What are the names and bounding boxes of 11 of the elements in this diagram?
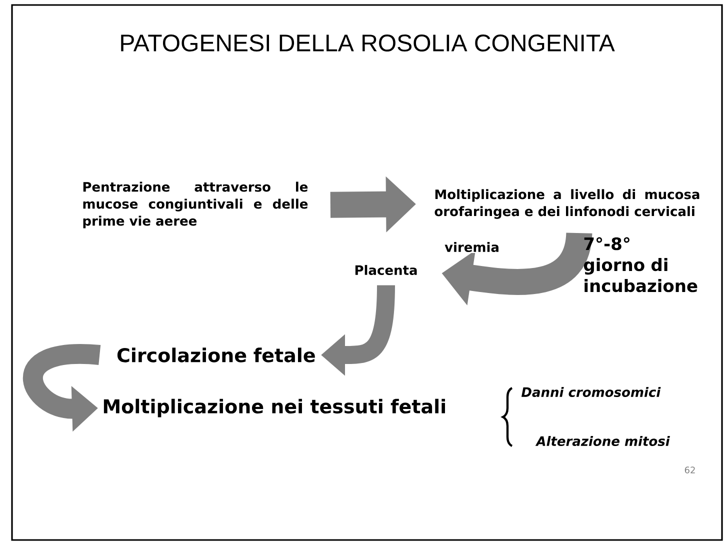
slide-title: PATOGENESI DELLA ROSOLIA CONGENITA — [121, 34, 615, 52]
step-text: Placenta — [355, 264, 417, 276]
edge-label: viremia — [444, 240, 500, 254]
note-text: Danni cromosomici — [521, 386, 661, 398]
step-text: Pentrazione attraverso le mucose congiuntivali e delle prime vie aeree — [83, 182, 308, 228]
step-text: Moltiplicazione nei tessuti fetali — [104, 398, 445, 418]
page-number: 62 — [684, 466, 695, 474]
note-text: 7°-8° giorno di incubazione — [584, 237, 698, 292]
note-text: Alterazione mitosi — [535, 436, 670, 446]
step-text: Moltiplicazione a livello di mucosa orofaringea e dei linfonodi cervicali — [434, 189, 700, 219]
step-text: Circolazione fetale — [117, 348, 315, 362]
